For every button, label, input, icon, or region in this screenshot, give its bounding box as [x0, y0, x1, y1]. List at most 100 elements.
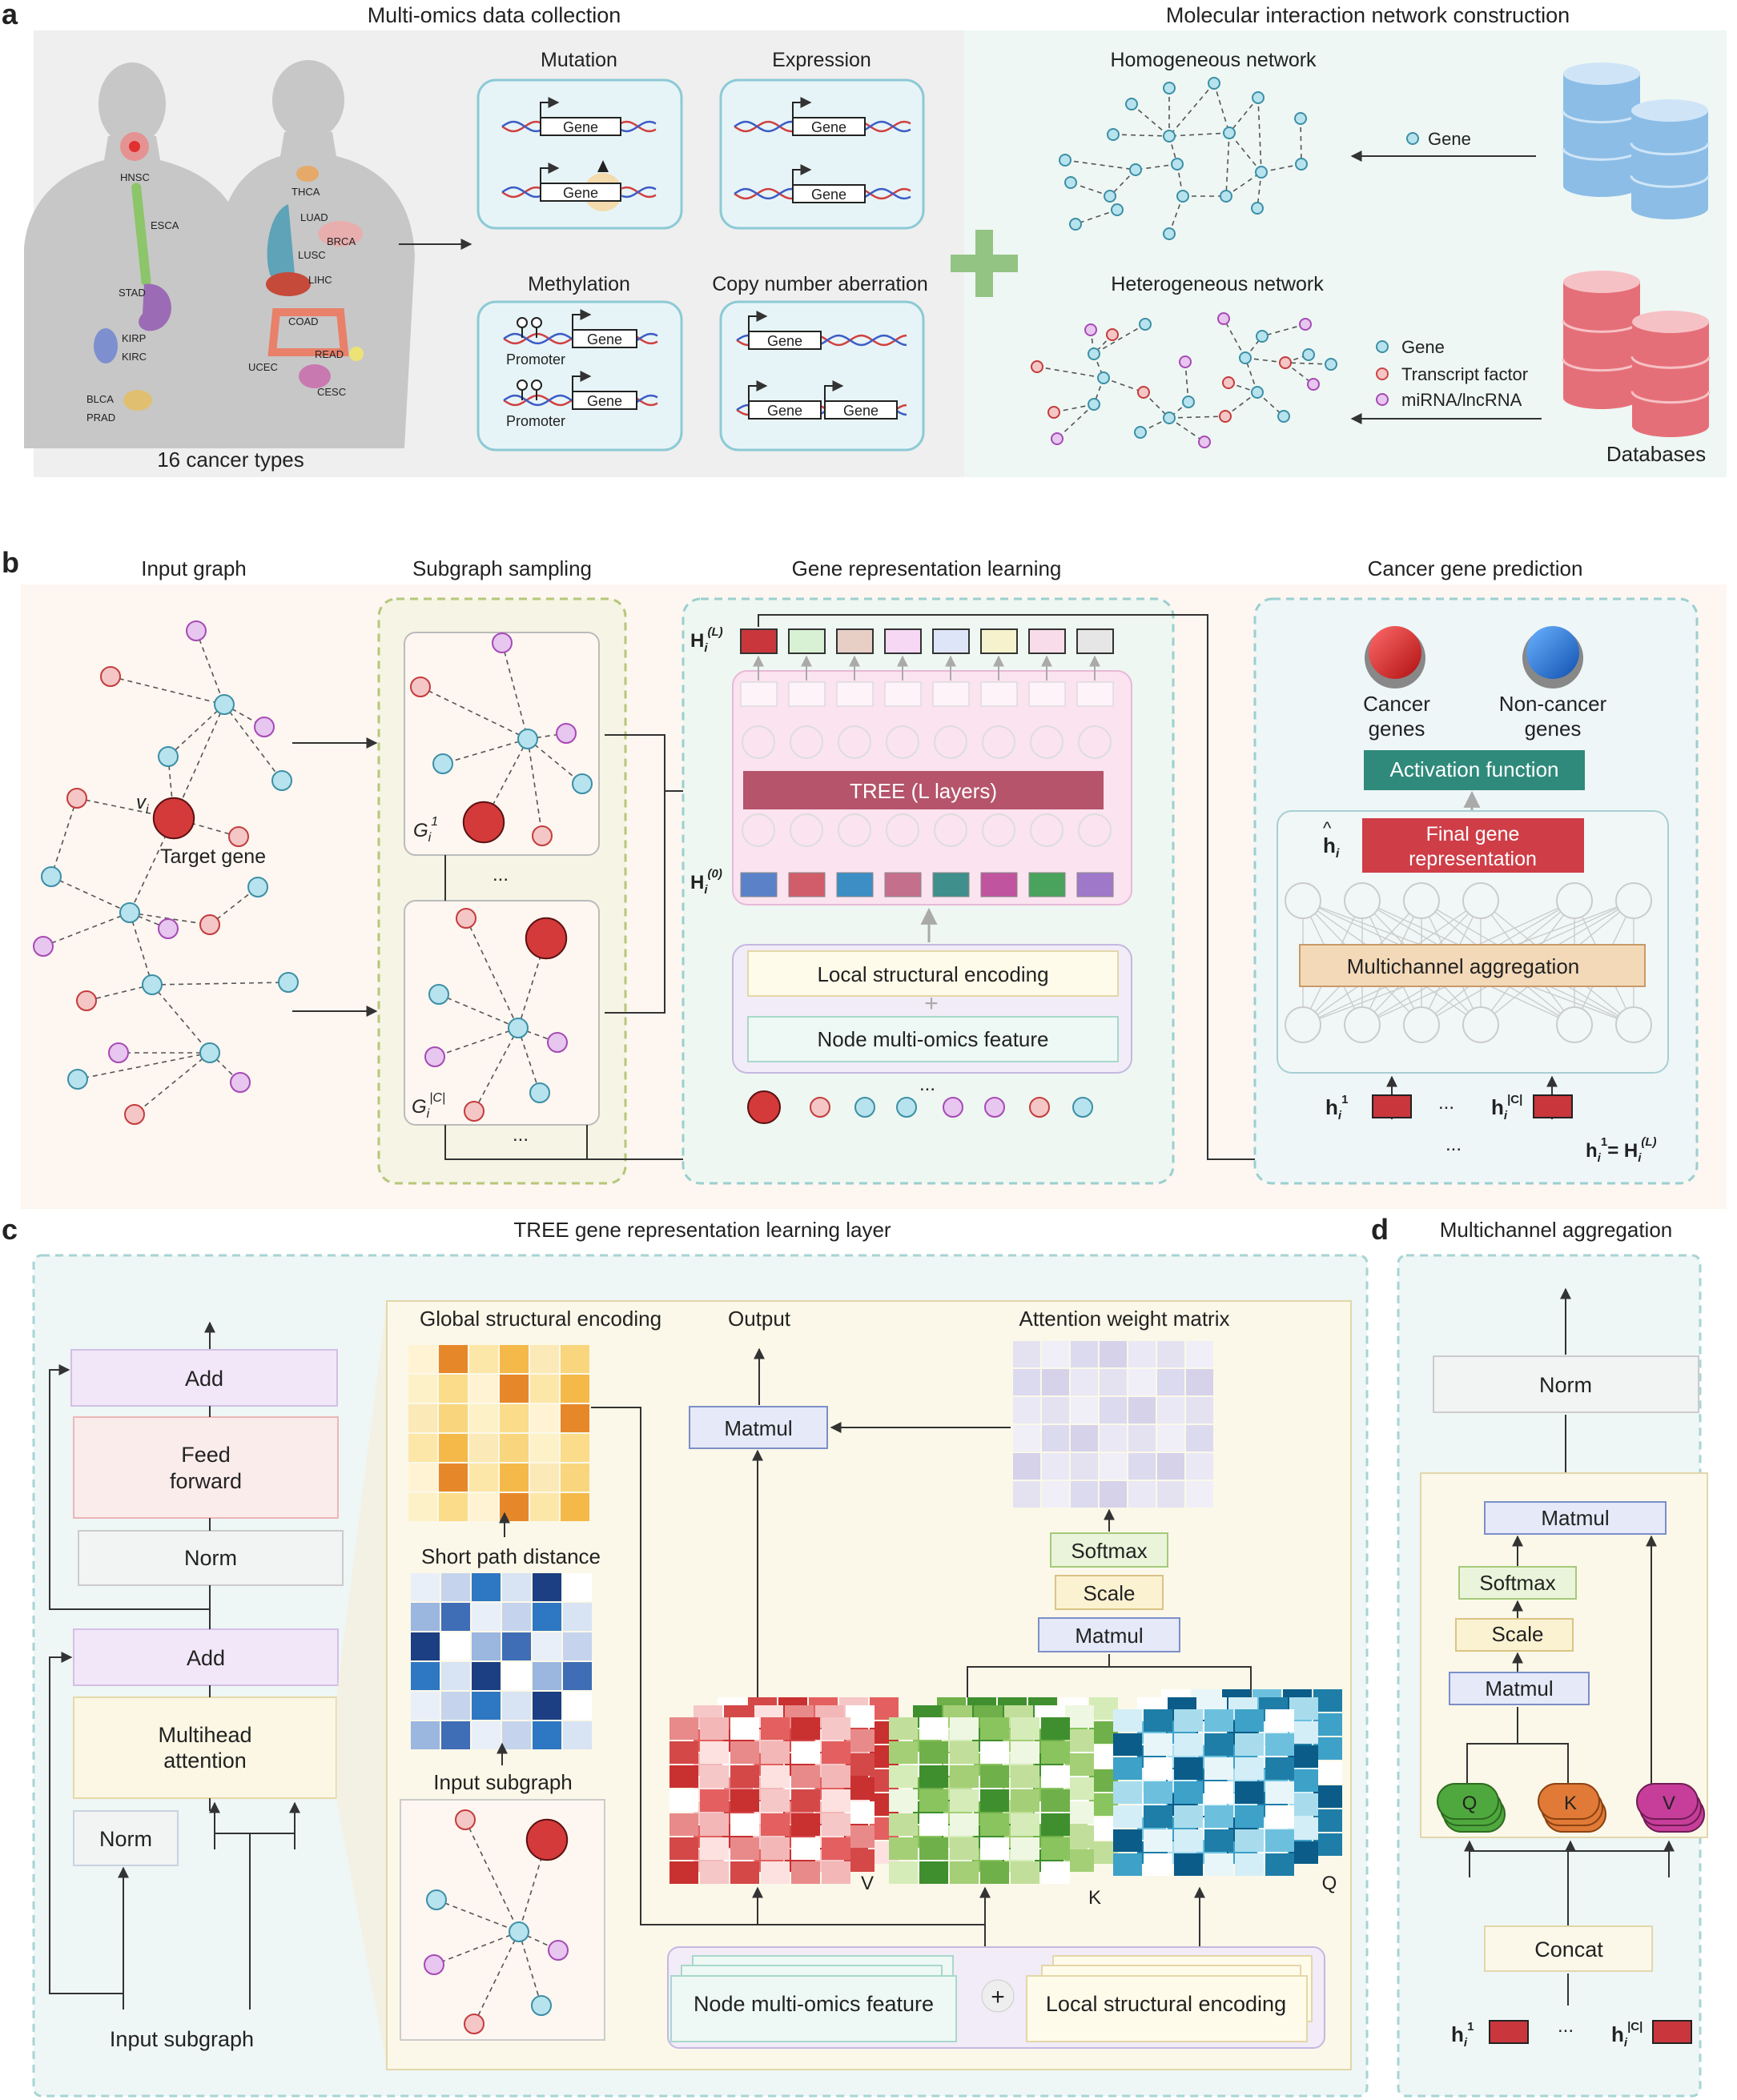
heatmap-cell — [500, 1345, 529, 1373]
h-hat-label: hi — [1323, 833, 1340, 861]
heatmap-cell — [919, 1741, 948, 1764]
graph-node — [532, 825, 553, 846]
heatmap-cell — [889, 1789, 918, 1812]
noncancer-genes-2: genes — [1525, 717, 1582, 741]
hidden-cell — [932, 681, 970, 707]
breast — [318, 221, 363, 247]
heatmap-cell — [472, 1603, 501, 1631]
hc-tilde-label: hi|C| — [1491, 1093, 1522, 1122]
label-coad: COAD — [288, 315, 319, 327]
heatmap-cell — [889, 1837, 918, 1860]
heatmap-cell — [469, 1404, 498, 1432]
cancer-labels: HNSC ESCA STAD KIRP KIRC BLCA PRAD THCA … — [86, 171, 356, 424]
label-lusc: LUSC — [298, 249, 326, 261]
heatmap-cell — [563, 1662, 592, 1690]
graph-edge — [527, 733, 567, 740]
heatmap-cell — [411, 1632, 440, 1660]
esophagus — [131, 183, 151, 287]
gene-label: Gene — [563, 185, 598, 201]
graph-edge — [434, 1027, 519, 1058]
heatmap-cell — [791, 1837, 820, 1860]
heatmap-cell — [1071, 1481, 1098, 1508]
neuron — [982, 813, 1015, 847]
heatmap-cell — [1011, 1741, 1039, 1764]
heatmap-cell — [563, 1721, 592, 1749]
heatmap-cell — [950, 1741, 979, 1764]
graph-edge — [1225, 171, 1262, 197]
legend-mirna: miRNA/lncRNA — [1401, 390, 1522, 410]
heatmap-cell — [950, 1837, 979, 1860]
tss-arrow — [792, 97, 812, 118]
heatmap-cell — [1041, 1765, 1070, 1788]
graph-edge — [1053, 404, 1095, 413]
gene-label: Gene — [563, 119, 598, 135]
heatmap-cell — [441, 1692, 470, 1720]
graph-node — [1179, 355, 1192, 368]
neuron — [1030, 813, 1064, 847]
heatmap-cell — [1042, 1425, 1069, 1452]
h1-d-label: hi1 — [1451, 2020, 1474, 2050]
heatmap-cell — [730, 1837, 759, 1860]
heatmap-cell — [919, 1813, 948, 1836]
heatmap-cell — [1235, 1757, 1264, 1780]
graph-edge — [1228, 97, 1259, 134]
gene-label: Gene — [843, 403, 879, 419]
tss-arrow — [572, 371, 592, 391]
graph-node — [1134, 426, 1147, 439]
db-top — [1563, 271, 1640, 293]
heatmap-cell — [1144, 1757, 1172, 1780]
scale-box-d — [1455, 1618, 1574, 1652]
graph-edge — [1223, 318, 1246, 359]
heatmap-cell — [1113, 1733, 1142, 1756]
heatmap-cell — [500, 1375, 529, 1403]
heatmap-cell — [761, 1765, 790, 1788]
graph-edge — [483, 738, 529, 823]
graph-node — [1051, 432, 1064, 445]
graph-node — [464, 2014, 485, 2034]
graph-node — [1239, 351, 1252, 364]
gene-label: Gene — [811, 119, 846, 135]
graph-node — [214, 694, 235, 715]
heatmap-cell — [1013, 1425, 1040, 1452]
h-l-cell — [980, 628, 1018, 654]
heatmap-cell — [1042, 1397, 1069, 1423]
neuron — [1078, 813, 1112, 847]
graph-node — [1139, 318, 1152, 331]
heatmap-cell — [730, 1813, 759, 1836]
local-enc-box-b — [747, 950, 1119, 997]
input-graph-title: Input graph — [141, 556, 247, 580]
panel-c: c TREE gene representation learning laye… — [2, 1213, 1369, 2098]
methyl-mark — [531, 379, 542, 391]
heatmap-cell — [730, 1717, 759, 1740]
feed-forward-1: Feed — [181, 1443, 231, 1467]
node-feat-c: Node multi-omics feature — [694, 1992, 934, 2016]
gene-label: Gene — [811, 187, 846, 203]
hidden-cell — [836, 681, 874, 707]
heatmap-cell — [950, 1789, 979, 1812]
graph-edge — [517, 1027, 558, 1043]
heatmap-cell — [950, 1861, 979, 1884]
heatmap-cell — [1186, 1481, 1213, 1508]
heatmap-cell — [439, 1375, 468, 1403]
graph-edge — [42, 912, 131, 947]
heatmap-cell — [1071, 1341, 1098, 1367]
neuron — [1078, 725, 1112, 759]
heatmap-cell — [669, 1813, 698, 1836]
heatmap-cell — [1235, 1805, 1264, 1828]
heatmap-cell — [980, 1717, 1009, 1740]
graph-node — [464, 1101, 485, 1122]
multichannel-box-b — [1299, 944, 1646, 987]
heatmap-cell — [502, 1603, 531, 1631]
heterogeneous-title: Heterogeneous network — [1111, 273, 1324, 295]
homogeneous-network — [1059, 77, 1308, 240]
cancer-pred-title: Cancer gene prediction — [1368, 556, 1583, 580]
ellipsis-pred2: ... — [1445, 1134, 1462, 1155]
cancer-count: 16 cancer types — [157, 448, 304, 472]
heatmap-cell — [822, 1837, 850, 1860]
activation-text: Activation function — [1389, 757, 1558, 781]
mc-node — [1556, 1006, 1593, 1043]
graph-node — [1106, 328, 1119, 341]
legend-mirna-dot — [1376, 393, 1389, 406]
graph-node — [492, 632, 513, 653]
kidney — [94, 328, 118, 363]
